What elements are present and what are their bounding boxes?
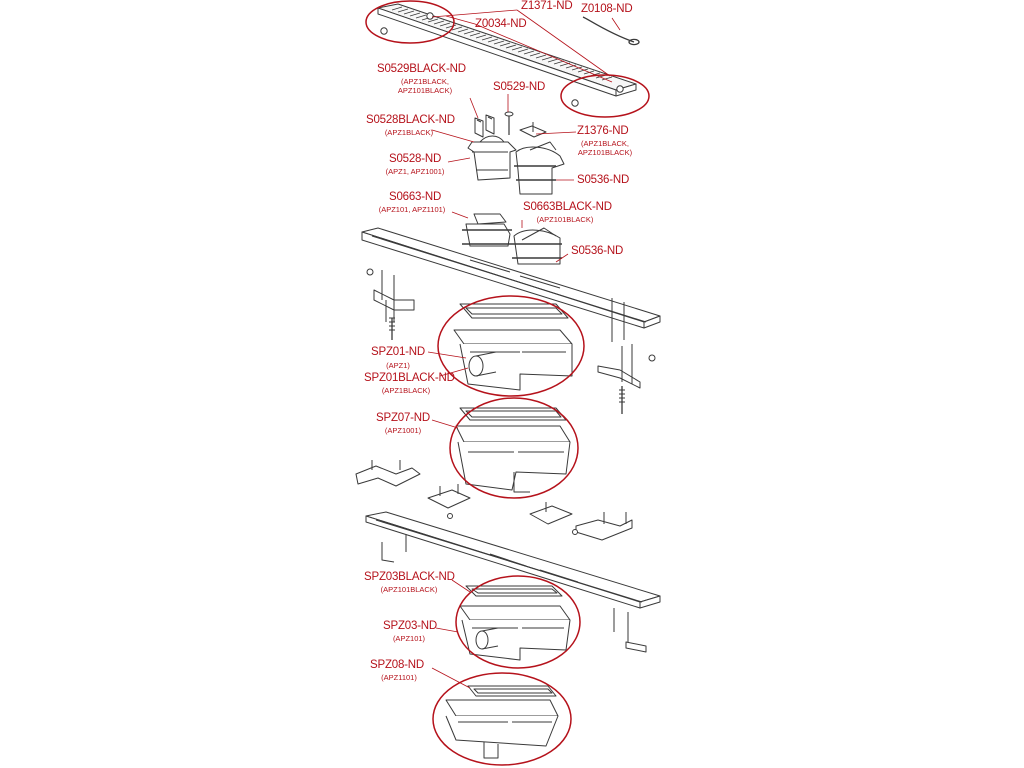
callout-ellipse-grate-left [365, 0, 455, 44]
label-s0536-lower: S0536-ND [571, 245, 624, 257]
note-s0663: (APZ101, APZ1101) [378, 205, 446, 214]
label-s0528black: S0528BLACK-ND [366, 114, 455, 126]
note-s0529black-1: (APZ1BLACK, [401, 77, 449, 86]
drain-channel-lower [365, 511, 661, 653]
label-s0529: S0529-ND [493, 81, 546, 93]
note-spz07: (APZ1001) [384, 426, 422, 435]
label-spz01black: SPZ01BLACK-ND [364, 372, 455, 384]
key-tool-z0108 [582, 16, 640, 46]
label-spz03: SPZ03-ND [383, 620, 437, 632]
label-s0529black: S0529BLACK-ND [377, 63, 466, 75]
siphon-spz07 [455, 407, 571, 493]
siphon-spz03 [459, 585, 571, 661]
note-spz01black: (APZ1BLACK) [381, 386, 431, 395]
label-z1371: Z1371-ND [521, 0, 573, 12]
callout-ellipse-spz08 [432, 672, 572, 766]
callout-ellipse-grate-right [560, 74, 650, 118]
callout-ellipse-spz03 [455, 575, 581, 669]
callout-ellipse-spz01 [437, 295, 585, 397]
note-z1376-1: (APZ1BLACK, [581, 139, 629, 148]
siphon-spz08 [445, 685, 559, 759]
leader-lines [427, 9, 621, 689]
label-z0034: Z0034-ND [475, 18, 527, 30]
siphon-spz01 [453, 303, 573, 391]
note-spz01: (APZ1) [386, 361, 410, 370]
callout-ellipse-spz07 [449, 397, 579, 499]
note-spz03: (APZ101) [392, 634, 426, 643]
label-s0536-upper: S0536-ND [577, 174, 630, 186]
label-spz08: SPZ08-ND [370, 659, 424, 671]
label-s0663black: S0663BLACK-ND [523, 201, 612, 213]
label-s0663: S0663-ND [389, 191, 442, 203]
callout-highlights [365, 0, 650, 766]
mounting-brackets [355, 460, 633, 541]
odour-trap-inserts-middle [462, 213, 562, 265]
note-spz03black: (APZ101BLACK) [380, 585, 438, 594]
note-s0663black: (APZ101BLACK) [536, 215, 594, 224]
drain-channel-upper [361, 227, 661, 414]
note-s0529black-2: APZ101BLACK) [397, 86, 453, 95]
label-z1376: Z1376-ND [577, 125, 629, 137]
note-s0528black: (APZ1BLACK) [384, 128, 434, 137]
label-spz01: SPZ01-ND [371, 346, 425, 358]
label-spz07: SPZ07-ND [376, 412, 430, 424]
note-s0528: (APZ1, APZ1001) [385, 167, 445, 176]
label-s0528: S0528-ND [389, 153, 442, 165]
note-z1376-2: APZ101BLACK) [577, 148, 633, 157]
grate-z1371 [377, 3, 637, 107]
odour-trap-inserts-upper [467, 111, 565, 195]
label-spz03black: SPZ03BLACK-ND [364, 571, 455, 583]
label-z0108: Z0108-ND [581, 3, 633, 15]
note-spz08: (APZ1101) [381, 673, 417, 682]
